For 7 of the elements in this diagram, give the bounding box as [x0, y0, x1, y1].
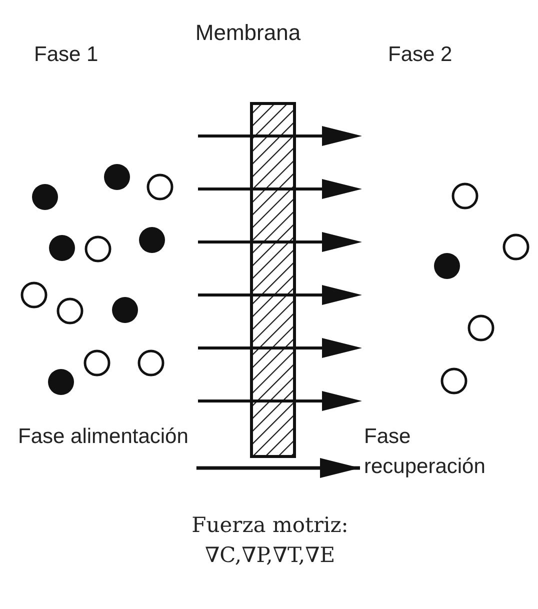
phase-label: Fase 1: [34, 42, 100, 68]
membrane-label: Membrana: [194, 19, 302, 47]
phase-label: Fase recuperación: [364, 424, 486, 480]
phase-label: Fase alimentación: [18, 424, 188, 450]
phase-label: Fase 2: [388, 42, 454, 68]
driving-force-label: Fuerza motriz: ∇C,∇P,∇T,∇E: [190, 512, 350, 569]
arrow: [196, 458, 360, 478]
